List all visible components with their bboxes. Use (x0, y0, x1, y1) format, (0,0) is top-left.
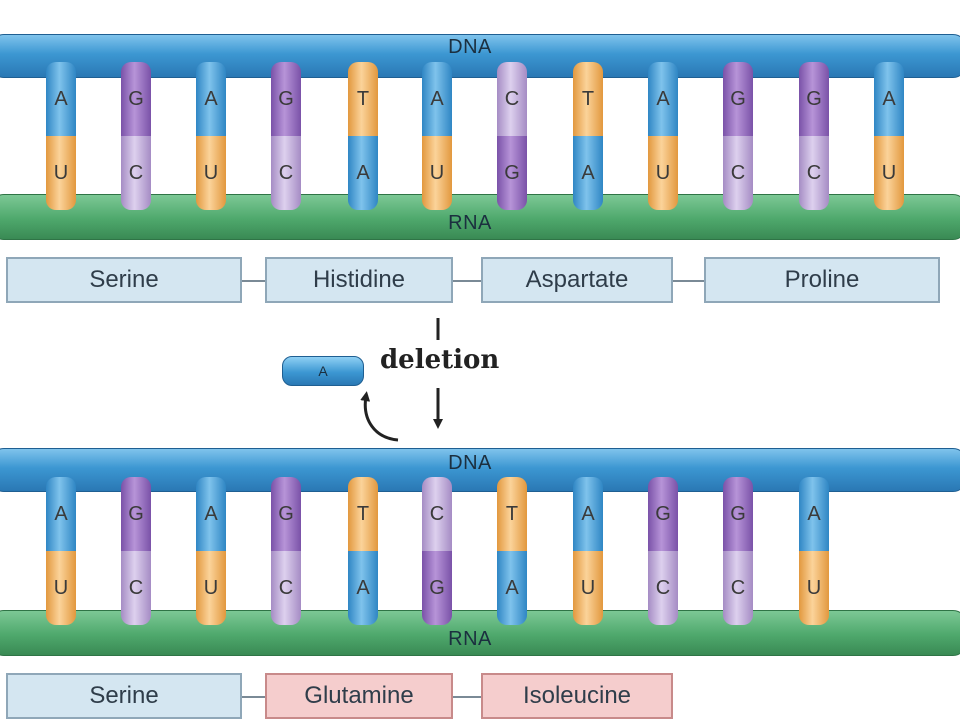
rna-base: C (271, 551, 301, 625)
rna-base: C (121, 551, 151, 625)
dna-label-original: DNA (448, 36, 492, 58)
rna-base: U (799, 551, 829, 625)
rna-backbone-original (0, 194, 960, 240)
rna-base: U (46, 551, 76, 625)
rna-base: C (723, 136, 753, 210)
amino-acid-mutant: Isoleucine (481, 673, 673, 719)
dna-base: T (497, 477, 527, 551)
curved-removal-arrow (360, 391, 399, 442)
dna-base: A (422, 62, 452, 136)
peptide-bond (453, 280, 481, 282)
rna-base: U (196, 136, 226, 210)
amino-acid: Serine (6, 673, 242, 719)
rna-base: U (874, 136, 904, 210)
amino-acid-chain-mutated: Serine Glutamine Isoleucine (0, 673, 960, 723)
deleted-base: A (282, 356, 364, 386)
dna-base: A (46, 477, 76, 551)
deletion-label: deletion (380, 345, 500, 375)
amino-acid: Aspartate (481, 257, 673, 303)
peptide-bond (453, 696, 481, 698)
rna-base: A (348, 136, 378, 210)
rna-label-original: RNA (448, 212, 492, 234)
dna-backbone-original (0, 34, 960, 78)
dna-base: G (271, 62, 301, 136)
dna-base: A (799, 477, 829, 551)
dna-base: C (422, 477, 452, 551)
rna-base: U (573, 551, 603, 625)
rna-base: U (46, 136, 76, 210)
rna-base: A (348, 551, 378, 625)
dna-base: A (648, 62, 678, 136)
dna-base: T (348, 477, 378, 551)
peptide-bond (242, 696, 265, 698)
dna-base: G (648, 477, 678, 551)
amino-acid: Serine (6, 257, 242, 303)
rna-base: C (799, 136, 829, 210)
dna-base: G (723, 477, 753, 551)
rna-label-mutated: RNA (448, 628, 492, 650)
dna-base: A (573, 477, 603, 551)
dna-base: A (196, 477, 226, 551)
dna-base: A (874, 62, 904, 136)
dna-base: T (573, 62, 603, 136)
rna-base: G (422, 551, 452, 625)
amino-acid-chain-original: Serine Histidine Aspartate Proline (0, 257, 960, 307)
dna-base: G (121, 477, 151, 551)
rna-base: U (196, 551, 226, 625)
rna-base: C (723, 551, 753, 625)
dna-base: C (497, 62, 527, 136)
rna-base: C (121, 136, 151, 210)
peptide-bond (673, 280, 704, 282)
peptide-bond (242, 280, 265, 282)
amino-acid-mutant: Glutamine (265, 673, 453, 719)
amino-acid: Histidine (265, 257, 453, 303)
dna-base: G (121, 62, 151, 136)
deleted-base-letter: A (318, 363, 328, 379)
rna-base: A (573, 136, 603, 210)
dna-base: G (799, 62, 829, 136)
dna-base: G (271, 477, 301, 551)
dna-base: G (723, 62, 753, 136)
rna-base: C (648, 551, 678, 625)
rna-base: C (271, 136, 301, 210)
rna-base: U (648, 136, 678, 210)
dna-label-mutated: DNA (448, 452, 492, 474)
dna-base: A (46, 62, 76, 136)
amino-acid: Proline (704, 257, 940, 303)
rna-base: U (422, 136, 452, 210)
rna-base: G (497, 136, 527, 210)
dna-base: A (196, 62, 226, 136)
dna-base: T (348, 62, 378, 136)
rna-base: A (497, 551, 527, 625)
